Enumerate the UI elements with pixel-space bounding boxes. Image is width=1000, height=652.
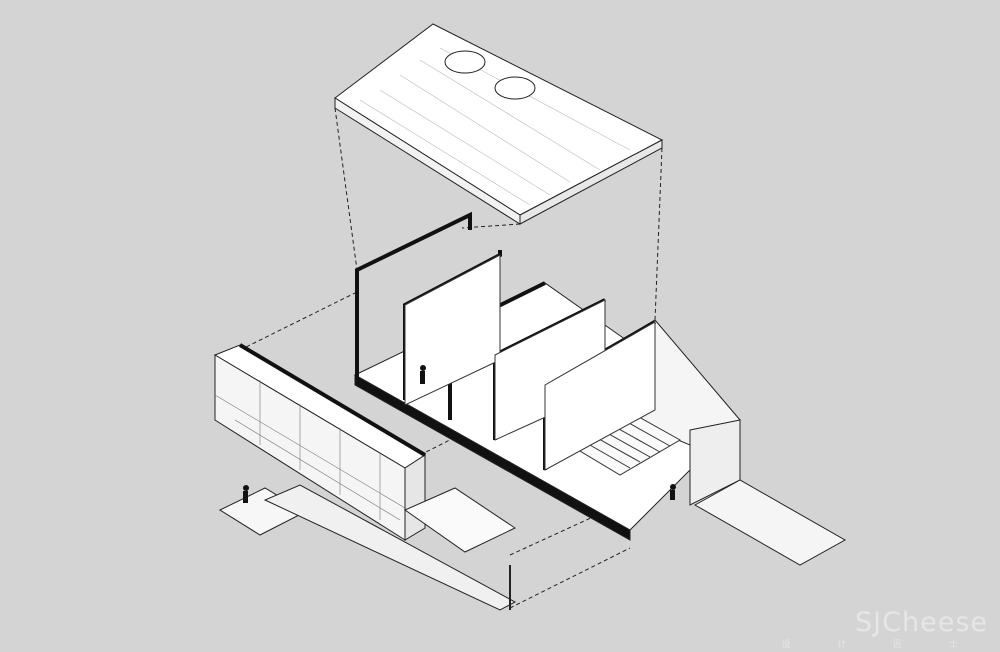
roof-slab — [334, 23, 664, 225]
projection-lines — [239, 107, 663, 609]
person-figures — [243, 365, 676, 503]
entrance-path — [693, 479, 847, 566]
watermark-logo: SJCheese — [855, 607, 988, 638]
front-facade — [213, 343, 517, 611]
roof-skylight-fixture — [444, 50, 536, 100]
interior-partitions — [404, 254, 656, 471]
watermark-subtext: 设 计 匠 士 — [781, 640, 980, 650]
